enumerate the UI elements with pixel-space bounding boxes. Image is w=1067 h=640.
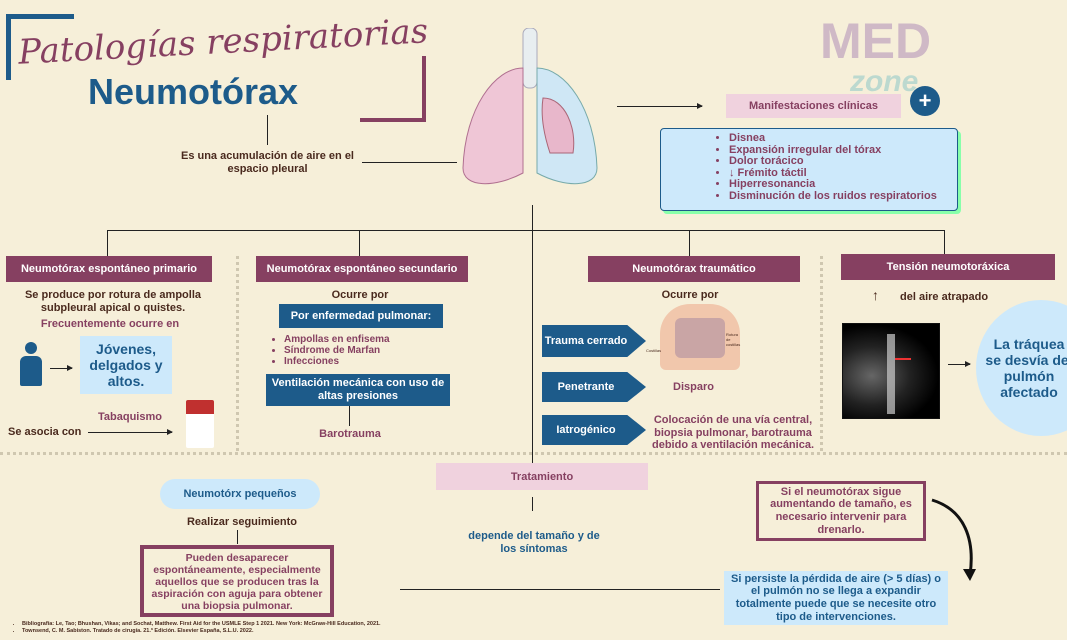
manifestations-box: Disnea Expansión irregular del tórax Dol… xyxy=(660,128,958,211)
primary-frequent: Frecuentemente ocurre en xyxy=(40,318,180,330)
bibliography: Bibliografía: Le, Tao; Bhushan, Vikas; a… xyxy=(8,621,381,634)
traumatic-label: Neumotórax traumático xyxy=(588,256,800,282)
primary-label: Neumotórax espontáneo primario xyxy=(6,256,212,282)
secondary-ventilation: Ventilación mecánica con uso de altas pr… xyxy=(266,374,450,406)
person-icon xyxy=(20,342,42,388)
torso-illustration: Costillas Rotura de costillas xyxy=(646,304,740,370)
treatment-depends: depende del tamaño y de los síntomas xyxy=(468,530,600,555)
treatment-followup: Realizar seguimiento xyxy=(186,516,298,528)
treatment-label: Tratamiento xyxy=(436,463,648,490)
secondary-occurs: Ocurre por xyxy=(331,289,389,301)
type-penetrante: Penetrante xyxy=(542,372,646,402)
treatment-disappear: Pueden desaparecer espontáneamente, espe… xyxy=(140,545,334,617)
treatment-small: Neumotórx pequeños xyxy=(160,479,320,509)
secondary-result: Barotrauma xyxy=(319,428,381,440)
penetrante-desc: Disparo xyxy=(673,381,714,393)
tension-label: Tensión neumotoráxica xyxy=(841,254,1055,280)
definition-text: Es una acumulación de aire en el espacio… xyxy=(180,150,354,175)
page-title: Neumotórax xyxy=(88,71,299,112)
tension-result: La tráquea se desvía del pulmón afectado xyxy=(976,300,1067,436)
iatrogenico-desc: Colocación de una vía central, biopsia p… xyxy=(652,414,814,452)
lungs-illustration xyxy=(462,28,598,185)
secondary-disease: Por enfermedad pulmonar: xyxy=(279,304,443,328)
type-iatrogenico: Iatrogénico xyxy=(542,415,646,445)
treatment-persist: Si persiste la pérdida de aire (> 5 días… xyxy=(724,571,948,625)
manifestations-label: Manifestaciones clínicas xyxy=(726,94,901,118)
primary-assoc-item: Tabaquismo xyxy=(98,411,162,423)
tension-trapped: del aire atrapado xyxy=(900,291,989,303)
tension-arrow: ↑ xyxy=(872,287,879,303)
cigarette-pack-icon xyxy=(186,400,214,448)
xray-image xyxy=(842,323,940,419)
primary-assoc: Se asocia con xyxy=(8,426,82,438)
traumatic-occurs: Ocurre por xyxy=(661,289,719,301)
title-frame xyxy=(6,14,74,80)
title-frame-br xyxy=(360,56,426,122)
logo: MED zone xyxy=(820,13,932,98)
type-trauma-cerrado: Trauma cerrado xyxy=(542,325,646,357)
plus-pin-icon: + xyxy=(910,86,940,116)
treatment-grows: Si el neumotórax sigue aumentando de tam… xyxy=(756,481,926,541)
primary-who: Jóvenes, delgados y altos. xyxy=(80,336,172,394)
primary-cause: Se produce por rotura de ampolla subpleu… xyxy=(24,289,202,314)
secondary-label: Neumotórax espontáneo secundario xyxy=(256,256,468,282)
curved-arrow xyxy=(931,498,976,581)
